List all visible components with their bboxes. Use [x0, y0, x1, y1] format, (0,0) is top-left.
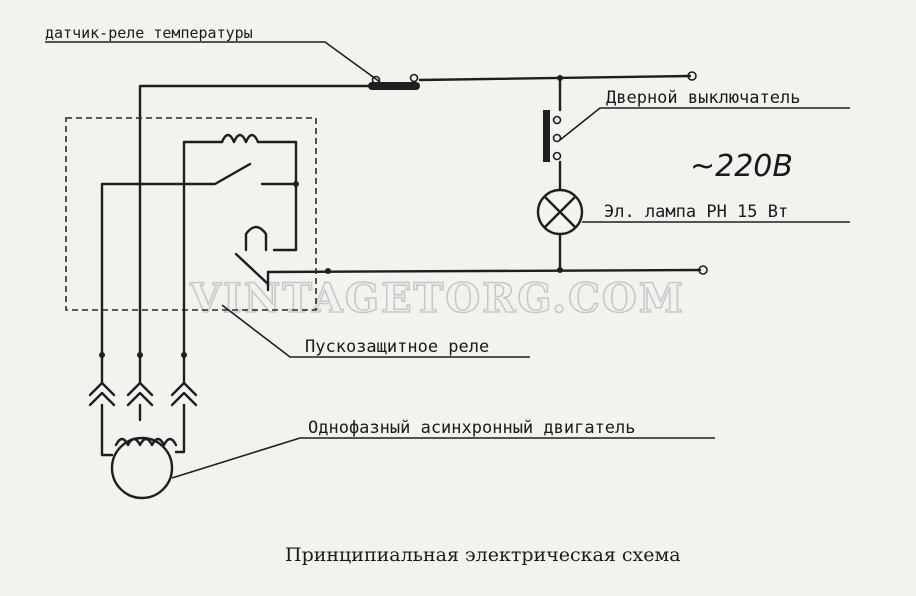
label-voltage: ~220В — [690, 149, 793, 184]
bottom-supply-wire — [266, 268, 702, 274]
diagram-caption: Принципиальная электрическая схема — [285, 544, 681, 566]
start-relay-box — [65, 117, 317, 311]
temp-relay-leader — [45, 41, 381, 83]
start-relay-leader — [221, 304, 530, 358]
top-wire-right — [418, 74, 692, 82]
junction-lamp — [557, 267, 563, 273]
label-temp-relay: датчик-реле температуры — [45, 24, 253, 42]
motor-connectors — [88, 352, 198, 457]
terminal-bottom — [698, 265, 708, 275]
motor-symbol — [110, 436, 178, 500]
junction-door — [557, 75, 563, 81]
watermark: VINTAGETORG.COM — [189, 275, 685, 322]
label-lamp: Эл. лампа РН 15 Вт — [604, 202, 788, 222]
door-switch-leader — [559, 107, 850, 141]
temp-relay-symbol — [368, 73, 420, 90]
label-motor: Однофазный асинхронный двигатель — [308, 418, 636, 438]
start-relay-internals — [100, 133, 330, 357]
label-start-relay: Пускозащитное реле — [305, 337, 489, 357]
lamp-symbol — [536, 188, 584, 236]
motor-leader — [171, 437, 715, 479]
label-door-switch: Дверной выключатель — [606, 88, 800, 108]
top-supply-wire — [138, 84, 372, 357]
door-switch-symbol — [543, 110, 562, 162]
terminal-top — [687, 71, 697, 81]
